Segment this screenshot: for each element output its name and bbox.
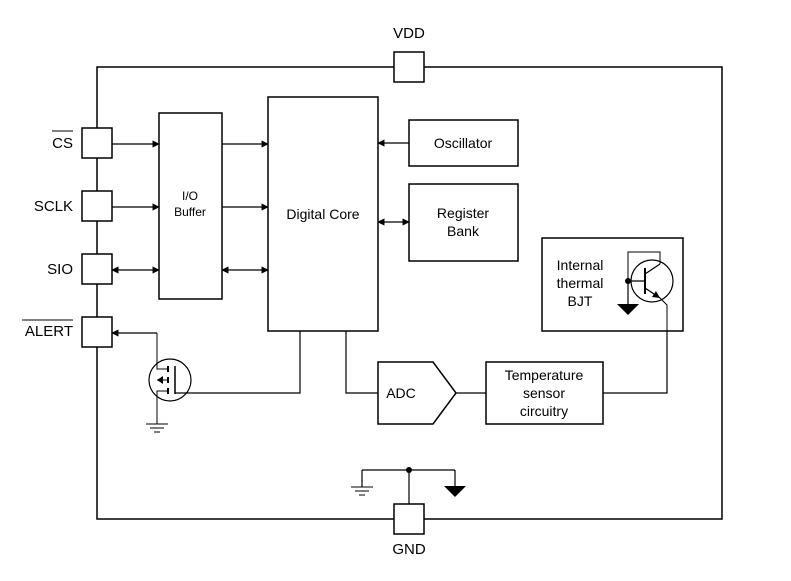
gnd-label: GND <box>392 541 426 558</box>
sclk-label: SCLK <box>34 198 73 215</box>
digital-core-label: Digital Core <box>286 206 359 222</box>
sio-label: SIO <box>47 261 73 278</box>
alert-pin <box>81 316 113 348</box>
alert-ground-icon <box>146 423 168 433</box>
adc-block <box>377 361 457 425</box>
register-bank-block <box>408 183 519 262</box>
bjt-label-3: BJT <box>568 293 593 309</box>
io-buffer-label-2: Buffer <box>174 205 206 219</box>
cs-pin <box>81 127 113 159</box>
oscillator-label: Oscillator <box>434 135 493 151</box>
vdd-pin <box>393 51 425 83</box>
alert-label: ALERT <box>25 323 73 340</box>
bjt-transistor-icon <box>617 251 674 331</box>
temp-sensor-label-3: circuitry <box>520 403 568 419</box>
temp-sensor-label-2: sensor <box>523 385 565 401</box>
bjt-label-2: thermal <box>557 275 604 291</box>
bjt-label-1: Internal <box>557 257 604 273</box>
cs-label: CS <box>52 135 73 152</box>
register-bank-label-2: Bank <box>447 223 480 239</box>
sio-pin <box>81 253 113 285</box>
temp-sensor-block <box>485 361 604 425</box>
alert-mosfet-icon <box>148 333 192 424</box>
core-adc-wire <box>345 331 378 394</box>
oscillator-block <box>408 119 519 167</box>
temp-bjt-wire <box>603 331 668 394</box>
adc-label: ADC <box>386 385 416 401</box>
register-bank-label-1: Register <box>437 205 489 221</box>
io-buffer-label-1: I/O <box>182 189 198 203</box>
sclk-pin <box>81 190 113 222</box>
temp-sensor-label-1: Temperature <box>505 367 584 383</box>
io-buffer-block <box>158 112 223 300</box>
gnd-pin <box>393 503 425 535</box>
alert-gate-wire <box>175 331 301 394</box>
ground-connection <box>351 467 466 504</box>
vdd-label: VDD <box>393 25 425 42</box>
digital-core-block <box>267 96 379 332</box>
